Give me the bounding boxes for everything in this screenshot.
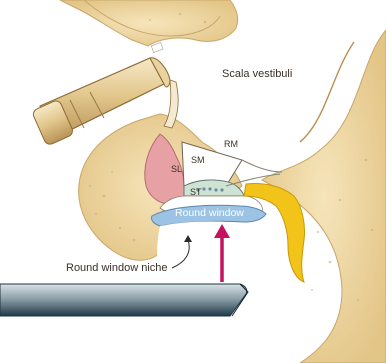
electrode: [0, 284, 247, 316]
label-sm: SM: [191, 155, 205, 165]
label-st: ST: [190, 187, 202, 197]
upper-bone: [60, 0, 238, 46]
nerve-fibers: [242, 160, 282, 172]
highlight-clip: [151, 42, 163, 52]
label-sl: SL: [171, 164, 182, 174]
label-round-window: Round window: [175, 207, 244, 219]
label-rm: RM: [224, 139, 238, 149]
label-round-window-niche: Round window niche: [66, 262, 168, 274]
niche-cavity: [157, 222, 257, 289]
label-scala-vestibuli: Scala vestibuli: [222, 68, 292, 80]
